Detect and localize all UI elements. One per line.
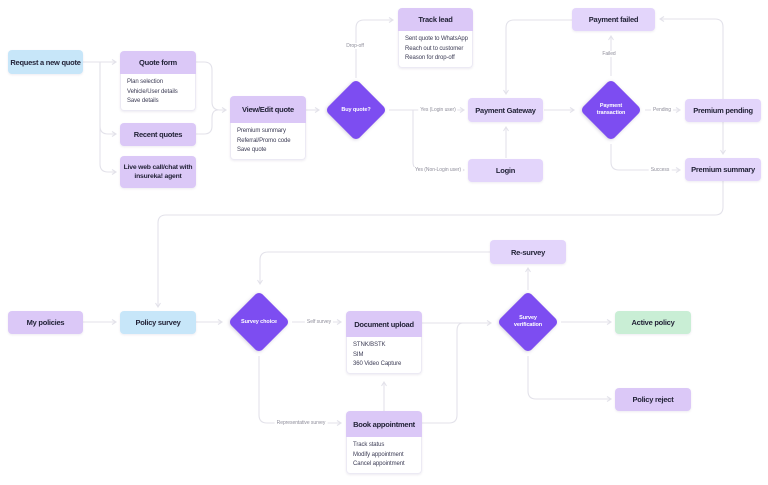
node-title: Quote form: [139, 58, 177, 67]
list-item: Referral/Promo code: [237, 137, 291, 144]
node-title: Buy quote?: [341, 106, 371, 113]
node-payment-failed[interactable]: Payment failed: [572, 8, 655, 31]
node-header: Quote form: [120, 51, 196, 74]
edge-label-yes-login-user: Yes (Login user): [418, 107, 458, 113]
node-title: Active policy: [631, 318, 675, 327]
list-item: 360 Video Capture: [353, 361, 402, 367]
node-login[interactable]: Login: [468, 159, 543, 182]
list-item: Save details: [127, 98, 159, 104]
node-recent-quotes[interactable]: Recent quotes: [120, 123, 196, 146]
decision-payment-transaction[interactable]: Payment transaction: [578, 77, 644, 143]
node-detail-list: Plan selection Vehicle/User details Save…: [120, 74, 196, 111]
node-payment-gateway[interactable]: Payment Gateway: [468, 98, 543, 122]
edge-label-failed: Failed: [600, 51, 618, 57]
edge-label-drop-off: Drop-off: [344, 43, 366, 49]
node-title: Live web call/chat with insureka! agent: [123, 163, 193, 181]
node-title: Track lead: [418, 15, 453, 24]
node-document-upload[interactable]: Document upload STNK/BSTK SIM 360 Video …: [346, 311, 422, 374]
node-premium-pending[interactable]: Premium pending: [685, 99, 761, 122]
node-title: Book appointment: [353, 419, 415, 429]
decision-survey-choice[interactable]: Survey choice: [226, 289, 292, 355]
node-title: My policies: [26, 318, 65, 327]
node-header: Book appointment: [346, 411, 422, 437]
edge-label-pending: Pending: [651, 107, 673, 113]
node-title: Premium summary: [691, 165, 755, 174]
node-detail-list: Sent quote to WhatsApp Reach out to cust…: [398, 31, 473, 68]
list-item: Sent quote to WhatsApp: [405, 36, 468, 42]
node-title: Payment failed: [588, 15, 639, 24]
node-view-edit-quote[interactable]: View/Edit quote Premium summary Referral…: [230, 96, 306, 160]
list-item: SIM: [353, 351, 364, 358]
node-header: Track lead: [398, 8, 473, 31]
node-my-policies[interactable]: My policies: [8, 311, 83, 334]
node-book-appointment[interactable]: Book appointment Track status Modify app…: [346, 411, 422, 474]
node-title: Policy survey: [135, 318, 181, 327]
list-item: Reason for drop-off: [405, 55, 455, 61]
node-title: Request a new quote: [10, 57, 81, 67]
list-item: STNK/BSTK: [353, 342, 386, 348]
list-item: Premium summary: [237, 128, 286, 134]
edge-label-representative-survey: Representative survey: [274, 420, 328, 426]
edge-label-success: Success: [648, 167, 672, 173]
node-live-web-call[interactable]: Live web call/chat with insureka! agent: [120, 156, 196, 188]
decision-buy-quote[interactable]: Buy quote?: [323, 77, 389, 143]
node-title: Survey choice: [241, 318, 277, 325]
decision-survey-verification[interactable]: Survey verification: [495, 289, 561, 355]
node-header: Document upload: [346, 311, 422, 337]
node-detail-list: STNK/BSTK SIM 360 Video Capture: [346, 337, 422, 374]
node-title: View/Edit quote: [242, 105, 294, 114]
node-policy-survey[interactable]: Policy survey: [120, 311, 196, 334]
list-item: Cancel appointment: [353, 461, 405, 467]
list-item: Plan selection: [127, 79, 163, 85]
node-title: Policy reject: [632, 395, 674, 404]
node-detail-list: Premium summary Referral/Promo code Save…: [230, 123, 306, 160]
list-item: Modify appointment: [353, 451, 404, 458]
node-premium-summary[interactable]: Premium summary: [685, 158, 761, 181]
node-title: Payment transaction: [596, 103, 626, 116]
list-item: Save quote: [237, 147, 267, 153]
node-title: Premium pending: [693, 106, 753, 115]
node-title: Document upload: [354, 319, 414, 329]
node-title: Login: [495, 166, 516, 175]
list-item: Vehicle/User details: [127, 88, 178, 95]
list-item: Reach out to customer: [405, 45, 464, 52]
list-item: Track status: [353, 442, 385, 448]
node-quote-form[interactable]: Quote form Plan selection Vehicle/User d…: [120, 51, 196, 111]
node-title: Recent quotes: [133, 130, 183, 139]
node-title: Survey verification: [513, 315, 543, 328]
node-title: Payment Gateway: [475, 105, 536, 115]
node-active-policy[interactable]: Active policy: [615, 311, 691, 334]
node-track-lead[interactable]: Track lead Sent quote to WhatsApp Reach …: [398, 8, 473, 68]
node-request-new-quote[interactable]: Request a new quote: [8, 50, 83, 74]
edge-label-yes-non-login-user: Yes (Non-Login user): [412, 167, 464, 173]
node-title: Re-survey: [510, 247, 546, 257]
node-policy-reject[interactable]: Policy reject: [615, 388, 691, 411]
node-header: View/Edit quote: [230, 96, 306, 123]
edge-label-self-survey: Self survey: [304, 319, 334, 325]
node-detail-list: Track status Modify appointment Cancel a…: [346, 437, 422, 474]
node-re-survey[interactable]: Re-survey: [490, 240, 566, 264]
